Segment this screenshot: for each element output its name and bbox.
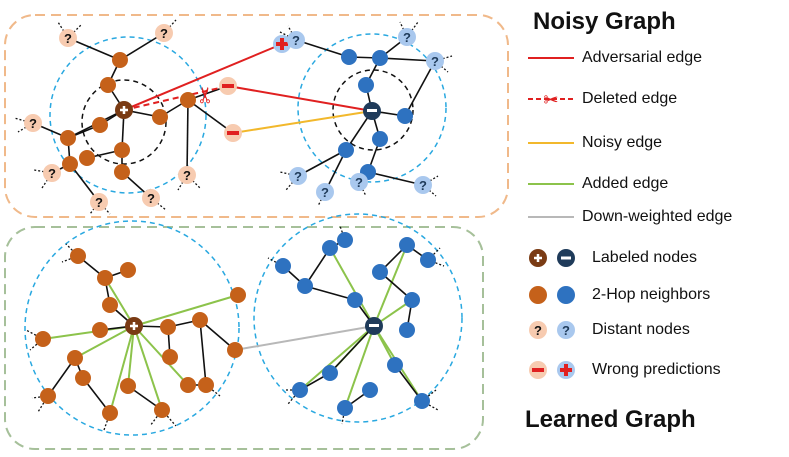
legend-label: Wrong predictions <box>592 361 721 378</box>
dotted-stubs-bottom <box>25 225 445 431</box>
orange-cluster-edges <box>32 32 234 203</box>
blue-learned-nodes <box>275 232 436 416</box>
legend-label: Noisy edge <box>582 134 663 151</box>
svg-text:?: ? <box>294 169 302 184</box>
svg-text:?: ? <box>292 33 300 48</box>
legend-labeled-nodes: Labeled nodes <box>526 245 788 271</box>
two-hop-neighbors-swatch <box>529 286 575 304</box>
distant-question-marks-blue: ??? ???? <box>292 30 439 200</box>
svg-text:?: ? <box>403 30 411 45</box>
down-weighted-edge <box>234 325 375 351</box>
legend-label: 2-Hop neighbors <box>592 286 711 303</box>
legend-label: Adversarial edge <box>582 49 703 66</box>
svg-text:?: ? <box>183 168 191 183</box>
svg-text:?: ? <box>95 195 103 210</box>
blue-learned-ring <box>253 213 463 423</box>
added-edge-swatch <box>528 183 574 185</box>
deleted-edge-swatch: ✂ <box>528 90 574 111</box>
svg-text:?: ? <box>321 185 329 200</box>
svg-text:?: ? <box>64 31 72 46</box>
learned-graph-title: Learned Graph <box>525 406 696 433</box>
legend-label: Added edge <box>582 175 669 192</box>
scissors-icon: ✂ <box>194 86 219 104</box>
adversarial-edge-top-1 <box>123 43 283 111</box>
adversarial-edge-swatch <box>528 57 574 59</box>
blue-two-hop-nodes-top <box>338 49 413 180</box>
wrong-prediction-nodes-top <box>219 35 291 142</box>
orange-learned-ring <box>24 220 240 436</box>
svg-text:?: ? <box>355 175 363 190</box>
legend-two-hop-neighbors: 2-Hop neighbors <box>526 282 788 308</box>
noisy-graph-title: Noisy Graph <box>533 8 676 35</box>
legend-distant-nodes: ? ? Distant nodes <box>526 317 788 343</box>
blue-one-hop-ring <box>332 69 414 151</box>
legend-noisy-edge: Noisy edge <box>526 130 788 156</box>
orange-two-hop-ring <box>49 36 207 194</box>
scissors-icon: ✂ <box>543 90 558 111</box>
svg-text:?: ? <box>562 323 570 338</box>
legend-adversarial-edge: Adversarial edge <box>526 45 788 71</box>
orange-learned-nodes <box>35 248 246 421</box>
legend-down-weighted-edge: Down-weighted edge <box>526 204 788 230</box>
legend-wrong-predictions: Wrong predictions <box>526 357 788 383</box>
blue-two-hop-ring <box>297 33 447 183</box>
svg-text:?: ? <box>147 191 155 206</box>
legend-deleted-edge: ✂ Deleted edge <box>526 86 788 112</box>
svg-text:?: ? <box>431 54 439 69</box>
noisy-edge-swatch <box>528 142 574 144</box>
down-weighted-edge-swatch <box>528 216 574 218</box>
svg-text:?: ? <box>29 116 37 131</box>
legend-label: Down-weighted edge <box>582 208 733 225</box>
legend-added-edge: Added edge <box>526 171 788 197</box>
legend-label: Deleted edge <box>582 90 678 107</box>
svg-text:?: ? <box>419 178 427 193</box>
deleted-edge-top <box>123 85 229 111</box>
distant-nodes-orange-top <box>24 24 196 211</box>
distant-question-marks-orange: ??? ???? <box>29 26 191 210</box>
labeled-nodes-swatch <box>529 249 575 267</box>
learned-graph-panel <box>4 226 484 450</box>
svg-text:?: ? <box>534 323 542 338</box>
noisy-edge-top <box>232 110 373 134</box>
dotted-stubs-top <box>13 19 453 215</box>
wrong-predictions-swatch <box>529 361 575 379</box>
distant-nodes-blue-top <box>287 28 444 201</box>
noisy-graph-panel <box>4 14 509 218</box>
svg-text:?: ? <box>160 26 168 41</box>
orange-two-hop-nodes-top <box>60 52 196 180</box>
legend-label: Labeled nodes <box>592 249 697 266</box>
legend-label: Distant nodes <box>592 321 690 338</box>
distant-nodes-swatch: ? ? <box>529 321 575 339</box>
adversarial-edge-top-2 <box>227 85 373 112</box>
svg-text:?: ? <box>48 166 56 181</box>
